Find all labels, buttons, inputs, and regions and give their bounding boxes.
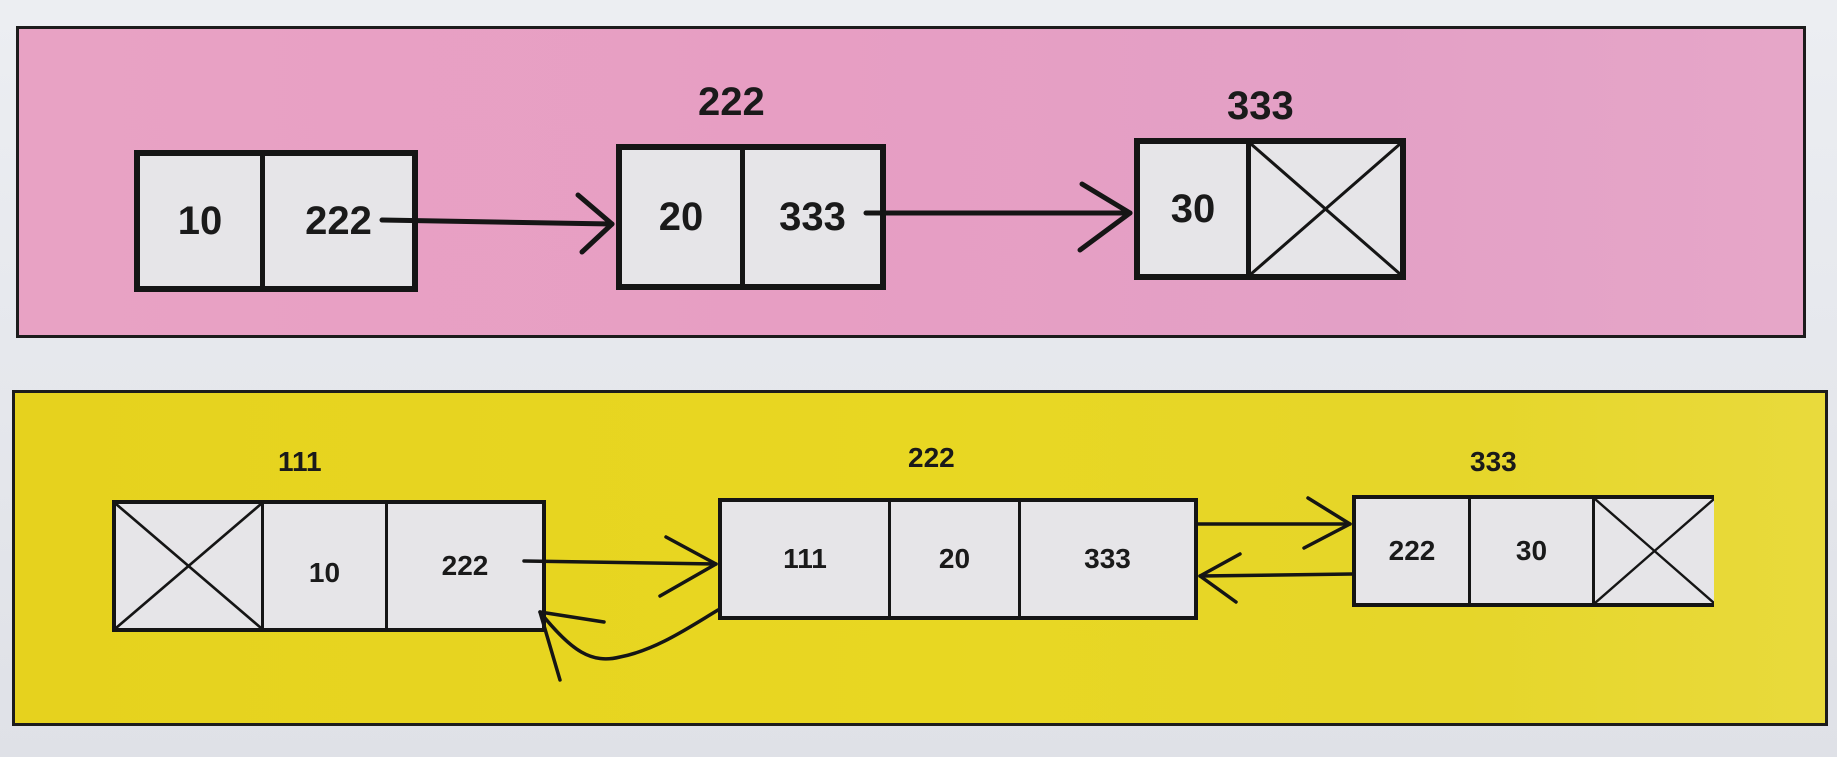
doubly-node-1: 10 222 <box>112 500 546 632</box>
singly-node-3-data: 30 <box>1140 144 1246 274</box>
singly-node-1-data: 10 <box>140 156 260 286</box>
singly-node-2-next: 333 <box>740 150 880 284</box>
cross-box-icon <box>116 504 261 628</box>
singly-node-3-address: 333 <box>1227 84 1294 128</box>
doubly-node-3-address: 333 <box>1470 446 1517 477</box>
doubly-node-1-data: 10 <box>261 504 385 628</box>
doubly-node-2-address: 222 <box>908 442 955 473</box>
doubly-node-3-prev: 222 <box>1356 499 1468 603</box>
cross-box-icon <box>1592 499 1714 603</box>
singly-node-1: 10 222 <box>134 150 418 292</box>
singly-node-1-next: 222 <box>260 156 412 286</box>
doubly-node-2-data: 20 <box>888 502 1018 616</box>
doubly-node-1-address: 111 <box>278 446 322 477</box>
doubly-node-1-next: 222 <box>385 504 542 628</box>
singly-node-2: 20 333 <box>616 144 886 290</box>
singly-node-2-address: 222 <box>698 80 765 124</box>
singly-node-3: 30 <box>1134 138 1406 280</box>
cross-box-icon <box>1246 144 1400 274</box>
doubly-node-2-next: 333 <box>1018 502 1194 616</box>
singly-node-2-data: 20 <box>622 150 740 284</box>
doubly-node-2-prev: 111 <box>722 502 888 616</box>
doubly-node-2: 111 20 333 <box>718 498 1198 620</box>
doubly-node-3: 222 30 <box>1352 495 1714 607</box>
doubly-node-3-data: 30 <box>1468 499 1592 603</box>
